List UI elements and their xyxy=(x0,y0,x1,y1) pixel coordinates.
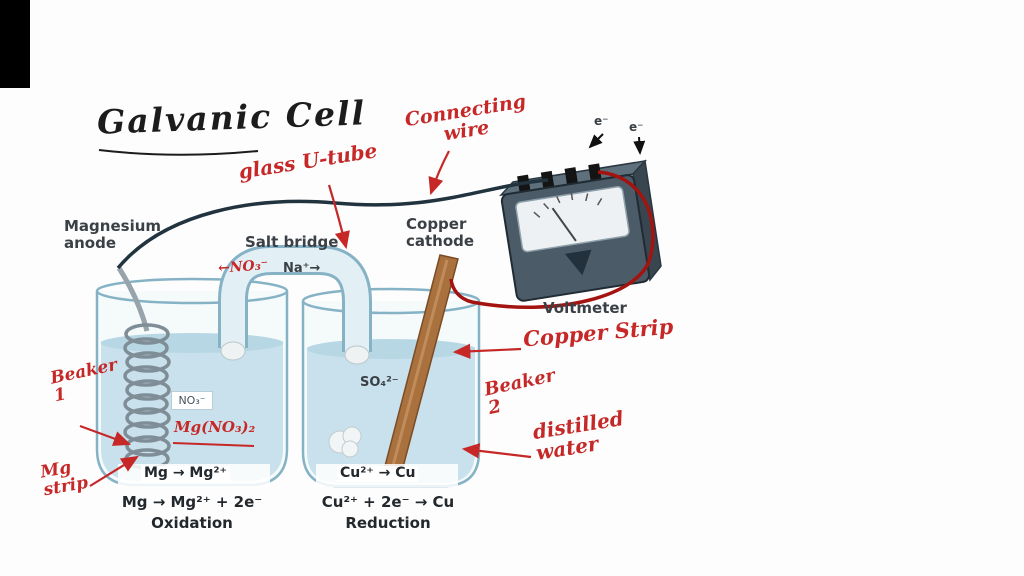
note-magnesium-nitrate: Mg(NO₃)₂ xyxy=(174,418,256,436)
label-copper-cathode: Copper cathode xyxy=(406,215,475,250)
label-reduction-equation: Cu²⁺ + 2e⁻ → Cu xyxy=(321,493,455,511)
title-underline xyxy=(98,149,259,156)
label-mg-half-cell: Mg → Mg²⁺ xyxy=(141,465,230,482)
gauge-ticks xyxy=(533,192,603,218)
label-reduction-caption: Reduction xyxy=(345,514,431,532)
label-electron-left: e⁻ xyxy=(594,114,609,128)
annotation-arrows xyxy=(79,150,532,487)
cotton-plug-left xyxy=(220,341,246,361)
label-electron-right: e⁻ xyxy=(629,120,644,134)
electron-flow-arrows xyxy=(588,133,646,155)
salt-bridge-tube xyxy=(218,245,372,365)
arrow-glass-u-tube xyxy=(327,184,350,250)
note-nitrate-arrow: ←NO₃⁻ xyxy=(217,257,269,277)
voltmeter-gauge xyxy=(515,186,630,253)
label-sulfate-ion: SO₄²⁻ xyxy=(360,375,399,390)
label-voltmeter: Voltmeter xyxy=(543,299,627,317)
label-salt-bridge: Salt bridge xyxy=(245,233,339,251)
mgno3-underline xyxy=(172,442,255,447)
label-nitrate-chip: NO₃⁻ xyxy=(171,391,213,410)
voltmeter-device xyxy=(498,159,662,302)
beaker-left xyxy=(95,277,289,487)
label-magnesium-anode: Magnesium anode xyxy=(64,217,162,252)
wire-red xyxy=(449,170,655,309)
arrow-beaker-1 xyxy=(79,424,132,446)
arrow-connecting-wire xyxy=(428,150,450,196)
label-oxidation-caption: Oxidation xyxy=(151,514,233,532)
voltmeter-logo xyxy=(564,249,592,276)
arrow-distilled-water xyxy=(461,443,532,459)
arrow-mg-strip xyxy=(89,455,139,487)
cotton-plug-right xyxy=(344,345,370,365)
screen-edge-bar xyxy=(0,0,30,88)
label-oxidation-equation: Mg → Mg²⁺ + 2e⁻ xyxy=(121,493,263,511)
label-cu-half-cell: Cu²⁺ → Cu xyxy=(337,465,419,482)
label-sodium-ion: Na⁺→ xyxy=(283,261,321,276)
gauge-needle xyxy=(551,207,577,242)
arrow-copper-strip xyxy=(452,343,522,359)
precipitate-blob xyxy=(328,426,362,458)
